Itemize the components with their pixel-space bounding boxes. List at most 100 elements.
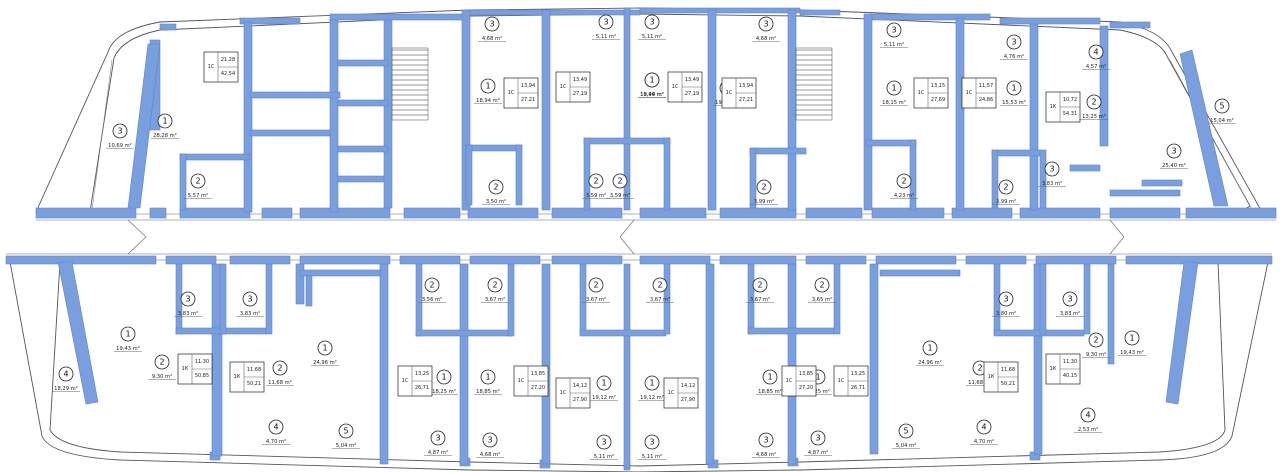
bottom-room-2: 23,56 m² <box>418 277 446 303</box>
room-number: 2 <box>493 183 498 192</box>
room-number: 3 <box>763 436 768 445</box>
top-room-18: 325,40 m² <box>1160 143 1188 169</box>
room-number: 3 <box>649 438 654 447</box>
bottom-room-30: 35,11 m² <box>638 434 666 460</box>
unit-type: 1К <box>1050 104 1057 110</box>
unit-type: 1К <box>182 366 189 372</box>
room-area: 3,83 m² <box>178 311 198 317</box>
bottom-room-35: 42,53 m² <box>1074 407 1102 433</box>
room-area: 15,53 m² <box>1002 100 1026 106</box>
room-number: 1 <box>322 344 327 353</box>
bottom-room-23: 119,43 m² <box>1118 330 1146 356</box>
room-area: 18,85 m² <box>758 389 782 395</box>
unit-type: 1К <box>1050 366 1057 372</box>
bottom-room-28: 34,68 m² <box>476 432 504 458</box>
room-area: 18,29 m² <box>54 386 78 392</box>
unit-living-area: 14,12 <box>573 383 587 389</box>
bottom-room-1: 33,83 m² <box>236 291 264 317</box>
room-area: 4,57 m² <box>1086 64 1106 70</box>
room-number: 1 <box>162 117 167 126</box>
room-area: 3,50 m² <box>486 199 506 205</box>
room-area: 3,83 m² <box>1042 181 1062 187</box>
bottom-room-7: 23,65 m² <box>808 277 836 303</box>
room-number: 2 <box>159 358 164 367</box>
room-number: 3 <box>763 20 768 29</box>
unit-living-area: 13,49 <box>573 77 587 83</box>
unit-living-area: 21,28 <box>221 57 235 63</box>
room-area: 4,68 m² <box>482 36 502 42</box>
room-area: 18,25 m² <box>432 389 456 395</box>
room-number: 5 <box>903 427 908 436</box>
bottom-room-29: 35,11 m² <box>590 434 618 460</box>
room-number: 1 <box>441 373 446 382</box>
room-number: 4 <box>63 370 68 379</box>
top-room-3: 34,68 m² <box>752 16 780 42</box>
unit-type: 1С <box>402 378 409 384</box>
top-room-4: 35,11 m² <box>880 22 908 48</box>
room-area: 11,68 m² <box>268 380 292 386</box>
bottom-room-32: 34,87 m² <box>804 430 832 456</box>
top-room-20: 23,59 m² <box>582 173 610 199</box>
unit-living-area: 10,72 <box>1063 97 1077 103</box>
unit-total-area: 27,69 <box>931 97 945 103</box>
room-area: 9,30 m² <box>152 374 172 380</box>
room-area: 4,68 m² <box>480 452 500 458</box>
staircase-right <box>795 47 833 121</box>
unit-type: 1К <box>234 374 241 380</box>
top-room-0: 34,68 m² <box>478 16 506 42</box>
bottom-room-18: 118,85 m² <box>756 369 784 395</box>
room-area: 5,11 m² <box>594 454 614 460</box>
room-area: 4,70 m² <box>266 439 286 445</box>
unit-total-area: 27,21 <box>521 97 535 103</box>
room-number: 1 <box>485 82 490 91</box>
bottom-room-34: 44,70 m² <box>970 419 998 445</box>
corridor <box>6 213 1276 261</box>
room-number: 3 <box>1011 38 1016 47</box>
unit-total-area: 27,20 <box>531 385 545 391</box>
bottom-room-0: 3 3,83 m² <box>174 291 202 317</box>
room-number: 3 <box>649 18 654 27</box>
top-room-11: 118,94 m² <box>474 78 502 104</box>
unit-total-area: 50,21 <box>1001 381 1015 387</box>
unit-living-area: 13,94 <box>521 83 535 89</box>
unit-boxes: 1С21,2842,541С13,9427,211С13,4927,191С13… <box>177 51 1081 409</box>
top-room-7: 515,04 m² <box>1208 98 1236 124</box>
top-room-6: 44,57 m² <box>1082 44 1110 70</box>
unit-living-area: 13,25 <box>851 371 865 377</box>
unit-type: 1С <box>668 390 675 396</box>
room-number: 4 <box>981 423 986 432</box>
room-number: 5 <box>1219 102 1224 111</box>
unit-type: 1С <box>918 90 925 96</box>
bottom-room-15: 118,85 m² <box>474 369 502 395</box>
top-room-24: 23,99 m² <box>992 179 1020 205</box>
unit-box-9: 1К 11,68 50,21 <box>229 361 265 393</box>
unit-living-area: 11,68 <box>247 367 261 373</box>
room-number: 2 <box>195 177 200 186</box>
room-number: 3 <box>1171 147 1176 156</box>
unit-type: 1С <box>672 84 679 90</box>
room-number: 3 <box>185 295 190 304</box>
unit-total-area: 26,71 <box>851 385 865 391</box>
unit-total-area: 50,21 <box>247 381 261 387</box>
room-number: 1 <box>815 373 820 382</box>
bottom-room-17: 119,12 m² <box>638 375 666 401</box>
unit-living-area: 11,68 <box>1001 367 1015 373</box>
bottom-room-10: 119,43 m² <box>114 326 142 352</box>
top-room-15: 118,15 m² <box>880 80 908 106</box>
room-number: 2 <box>1093 336 1098 345</box>
top-room-9: 128,28 m² <box>151 113 179 139</box>
room-number: 4 <box>1085 411 1090 420</box>
room-number: 2 <box>1003 183 1008 192</box>
room-area: 3,67 m² <box>586 297 606 303</box>
room-number: 2 <box>657 281 662 290</box>
room-number: 1 <box>891 84 896 93</box>
unit-box-15: 1С 13,25 26,71 <box>833 365 869 397</box>
bottom-room-13: 124,96 m² <box>311 340 339 366</box>
room-number: 1 <box>1129 334 1134 343</box>
room-area: 5,11 m² <box>642 34 662 40</box>
unit-type: 1С <box>838 378 845 384</box>
